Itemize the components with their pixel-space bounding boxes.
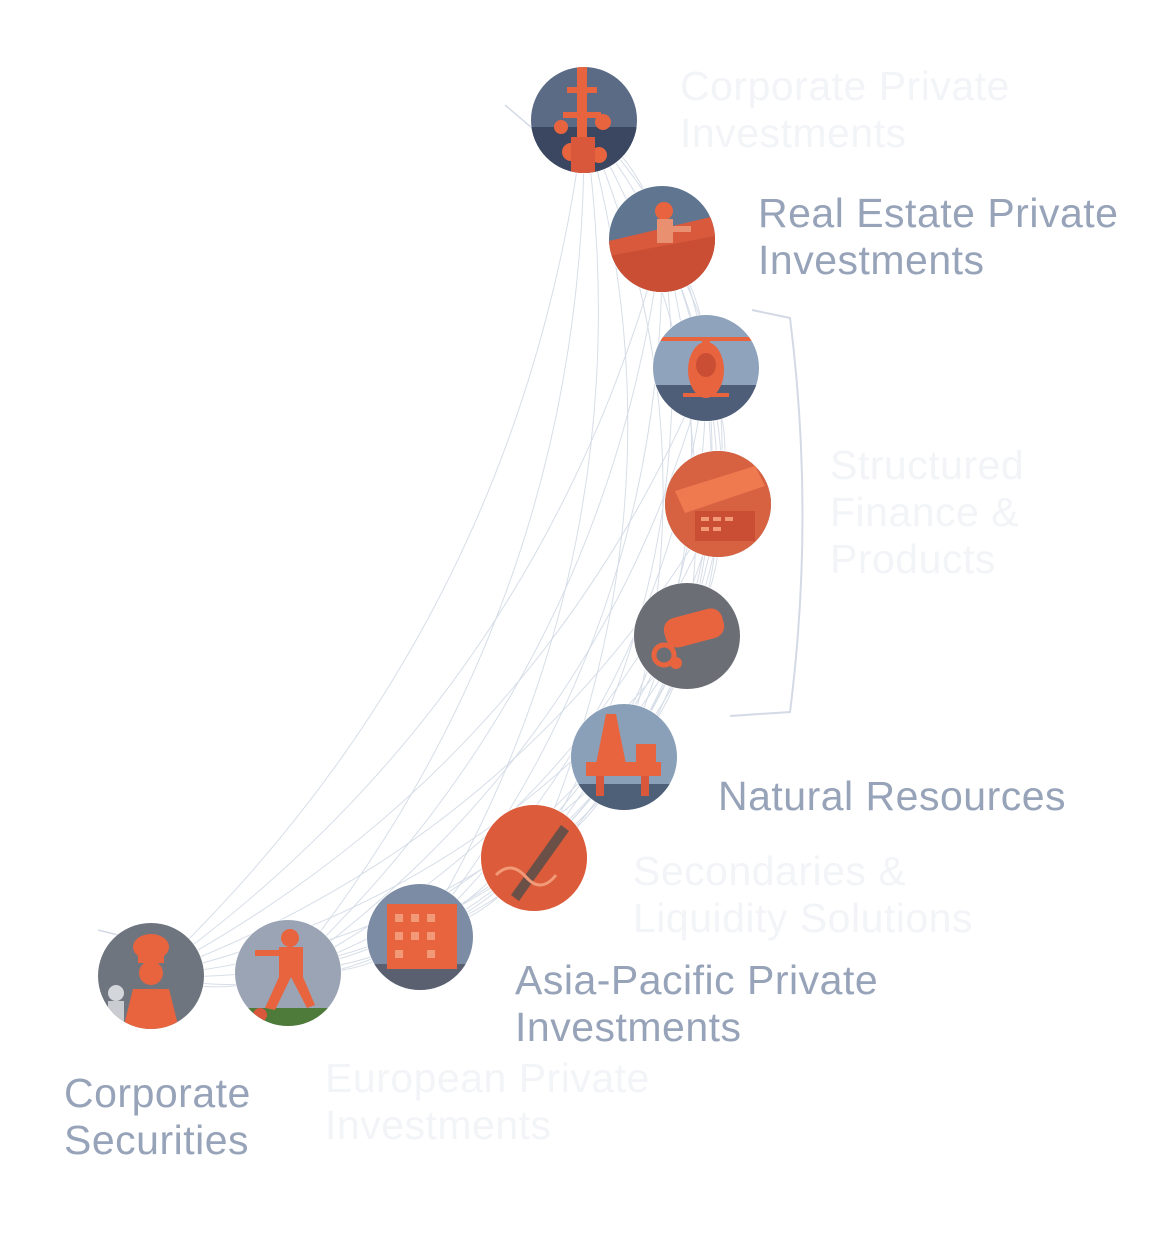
- label-real-estate-private-investments[interactable]: Real Estate Private Investments: [758, 190, 1118, 284]
- label-line: Investments: [325, 1102, 552, 1148]
- connection-link: [419, 635, 688, 938]
- connection-link: [287, 119, 585, 974]
- label-line: Structured: [830, 442, 1025, 488]
- node-asia-pacific-private-investments[interactable]: [367, 884, 473, 990]
- label-line: Products: [830, 536, 996, 582]
- label-line: Real Estate Private: [758, 190, 1119, 236]
- label-structured-finance-products[interactable]: Structured Finance & Products: [830, 442, 1024, 583]
- label-corporate-securities[interactable]: Corporate Securities: [64, 1070, 251, 1164]
- label-line: Liquidity Solutions: [633, 895, 973, 941]
- node-european-private-investments[interactable]: [235, 920, 341, 1026]
- pen-signature-icon: [481, 805, 587, 911]
- helicopter-icon: [653, 315, 759, 421]
- label-line: Asia-Pacific Private: [515, 957, 879, 1003]
- label-line: Finance &: [830, 489, 1020, 535]
- label-line: Natural Resources: [718, 773, 1067, 819]
- connection-link: [583, 119, 719, 505]
- roofer-icon: [609, 186, 715, 292]
- connection-link: [287, 238, 663, 974]
- connection-link: [150, 238, 663, 977]
- label-line: Corporate: [64, 1070, 251, 1116]
- connection-link: [661, 238, 712, 637]
- connection-link: [287, 367, 707, 974]
- connection-tail: [504, 104, 533, 129]
- node-real-estate-private-investments[interactable]: [609, 186, 715, 292]
- label-corporate-private-investments[interactable]: Corporate Private Investments: [680, 63, 1010, 157]
- oil-rig-icon: [571, 704, 677, 810]
- telecom-tower-icon: [531, 67, 637, 173]
- building-icon: [367, 884, 473, 990]
- connection-link: [419, 119, 599, 938]
- label-line: Corporate Private: [680, 63, 1010, 109]
- label-asia-pacific-private-investments[interactable]: Asia-Pacific Private Investments: [515, 957, 878, 1051]
- label-line: Investments: [515, 1004, 742, 1050]
- connection-link: [150, 857, 535, 978]
- soccer-player-icon: [235, 920, 341, 1026]
- node-corporate-securities[interactable]: [98, 923, 204, 1029]
- label-line: European Private: [325, 1055, 650, 1101]
- connection-link: [287, 756, 625, 974]
- node-helicopter[interactable]: [653, 315, 759, 421]
- connection-link: [150, 119, 585, 977]
- node-car-key[interactable]: [634, 583, 740, 689]
- chef-icon: [98, 923, 204, 1029]
- car-key-icon: [634, 583, 740, 689]
- credit-card-icon: [665, 451, 771, 557]
- label-line: Securities: [64, 1117, 250, 1163]
- label-secondaries-liquidity-solutions[interactable]: Secondaries & Liquidity Solutions: [633, 848, 973, 942]
- label-natural-resources[interactable]: Natural Resources: [718, 773, 1066, 820]
- connection-link: [623, 367, 713, 758]
- group-bracket: [729, 309, 804, 717]
- label-line: Investments: [758, 237, 985, 283]
- label-line: Secondaries &: [633, 848, 907, 894]
- label-line: Investments: [680, 110, 907, 156]
- node-natural-resources[interactable]: [571, 704, 677, 810]
- connection-link: [150, 367, 707, 977]
- node-structured-finance-products[interactable]: [665, 451, 771, 557]
- connection-tail: [97, 929, 119, 936]
- label-european-private-investments[interactable]: European Private Investments: [325, 1055, 650, 1149]
- node-corporate-private-investments[interactable]: [531, 67, 637, 173]
- node-secondaries-liquidity-solutions[interactable]: [481, 805, 587, 911]
